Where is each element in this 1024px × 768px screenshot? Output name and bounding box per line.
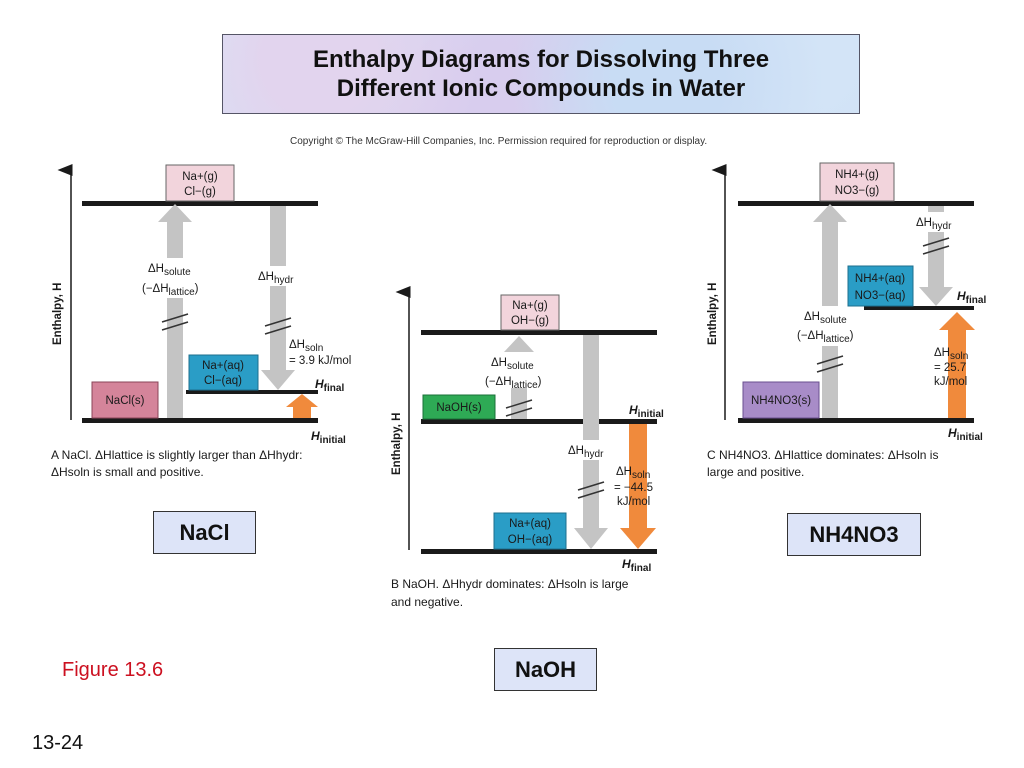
nh4no3-hydr-label: ΔHhydr: [916, 217, 952, 232]
nh4no3-aq-line1: NH4+(aq): [855, 273, 905, 285]
nacl-gas-box: [165, 164, 235, 202]
naoh-aq-line2: OH−(aq): [508, 534, 553, 546]
nacl-axis-label: Enthalpy, H: [52, 283, 64, 345]
naoh-axis-label: Enthalpy, H: [391, 413, 403, 475]
nacl-gas-level: [82, 201, 318, 206]
nh4no3-soln-value-1: = 25.7: [934, 362, 966, 374]
nh4no3-gas-line1: NH4+(g): [835, 169, 879, 181]
panel-nacl: Enthalpy, H Na+(g) Cl−(g) ΔHsolute (−ΔHl…: [51, 164, 351, 479]
nh4no3-solid-box: [742, 381, 820, 419]
nh4no3-gas-box: [819, 162, 895, 202]
naoh-hfinal: Hfinal: [622, 557, 651, 574]
naoh-lattice-label: (−ΔHlattice): [485, 376, 542, 391]
nacl-hinitial: Hinitial: [311, 429, 346, 446]
nacl-soln-label: ΔHsoln: [289, 339, 323, 354]
figure-label: Figure 13.6: [62, 659, 164, 681]
nh4no3-final-level: [845, 306, 974, 310]
nacl-soln-value: = 3.9 kJ/mol: [289, 355, 351, 367]
nacl-solid-label: NaCl(s): [106, 395, 145, 407]
title-line-2: Different Ionic Compounds in Water: [336, 75, 746, 102]
naoh-gas-box: [500, 294, 560, 331]
nacl-label-box: NaCl: [153, 511, 256, 554]
nh4no3-hfinal: Hfinal: [957, 289, 986, 306]
nacl-solute-arrow: [158, 204, 192, 418]
nacl-caption-line2: ΔHsoln is small and positive.: [51, 465, 204, 479]
nacl-label: NaCl: [179, 519, 230, 545]
nacl-hydr-arrow: [261, 206, 295, 390]
nh4no3-gas-level: [738, 201, 974, 206]
nacl-final-level: [186, 390, 318, 394]
nacl-hydr-label: ΔHhydr: [258, 271, 294, 286]
naoh-soln-arrow: [620, 424, 656, 549]
nh4no3-aq-line2: NO3−(aq): [855, 290, 906, 302]
naoh-caption-line1: B NaOH. ΔHhydr dominates: ΔHsoln is larg…: [391, 577, 629, 591]
nh4no3-soln-value-2: kJ/mol: [934, 376, 967, 388]
nh4no3-solute-label: ΔHsolute: [804, 311, 847, 326]
nh4no3-soln-label: ΔHsoln: [934, 347, 968, 362]
naoh-solid-label: NaOH(s): [436, 402, 482, 414]
nh4no3-label: NH4NO3: [809, 521, 899, 547]
naoh-caption-line2: and negative.: [391, 595, 463, 609]
naoh-final-level: [421, 549, 657, 554]
naoh-hinitial: Hinitial: [629, 403, 664, 420]
nacl-initial-level: [82, 418, 318, 423]
page-title: Enthalpy Diagrams for Dissolving Three D…: [313, 45, 769, 103]
naoh-soln-value-1: = −44.5: [614, 482, 653, 494]
nacl-aq-line1: Na+(aq): [202, 360, 244, 372]
nacl-gas-line2: Cl−(g): [184, 186, 216, 198]
title-line-1: Enthalpy Diagrams for Dissolving Three: [312, 46, 770, 73]
naoh-gas-line1: Na+(g): [512, 300, 548, 312]
nacl-hfinal: Hfinal: [315, 377, 344, 394]
naoh-label-box: NaOH: [494, 648, 597, 691]
nacl-gas-line1: Na+(g): [182, 171, 218, 183]
nh4no3-hinitial: Hinitial: [948, 426, 983, 443]
nacl-soln-arrow: [286, 394, 318, 418]
naoh-initial-level: [421, 419, 657, 424]
nh4no3-label-box: NH4NO3: [787, 513, 921, 556]
naoh-solute-label: ΔHsolute: [491, 357, 534, 372]
naoh-solid-box: [422, 394, 496, 420]
nacl-caption-line1: A NaCl. ΔHlattice is slightly larger tha…: [51, 448, 302, 462]
naoh-aq-box: [493, 512, 567, 550]
panel-naoh: Enthalpy, H Na+(g) OH−(g) ΔHsolute (−ΔHl…: [391, 286, 664, 609]
nacl-aq-box: [188, 354, 259, 391]
nh4no3-initial-level: [738, 418, 974, 423]
nh4no3-caption-line1: C NH4NO3. ΔHlattice dominates: ΔHsoln is: [707, 448, 938, 462]
naoh-soln-value-2: kJ/mol: [617, 496, 650, 508]
naoh-hydr-label: ΔHhydr: [568, 445, 604, 460]
naoh-gas-line2: OH−(g): [511, 315, 549, 327]
naoh-aq-line1: Na+(aq): [509, 518, 551, 530]
title-banner: Enthalpy Diagrams for Dissolving Three D…: [222, 34, 860, 114]
nh4no3-soln-arrow: [939, 312, 975, 418]
nacl-aq-line2: Cl−(aq): [204, 375, 242, 387]
nacl-solute-label: ΔHsolute: [148, 263, 191, 278]
naoh-soln-label: ΔHsoln: [616, 466, 650, 481]
nacl-lattice-label: (−ΔHlattice): [142, 283, 199, 298]
nh4no3-hydr-arrow: [919, 206, 953, 306]
nh4no3-solid-label: NH4NO3(s): [751, 395, 811, 407]
nh4no3-gas-line2: NO3−(g): [835, 185, 880, 197]
nh4no3-lattice-label: (−ΔHlattice): [797, 330, 854, 345]
nh4no3-caption-line2: large and positive.: [707, 465, 804, 479]
nh4no3-axis-label: Enthalpy, H: [707, 283, 719, 345]
copyright-notice: Copyright © The McGraw-Hill Companies, I…: [290, 136, 708, 147]
naoh-gas-level: [421, 330, 657, 335]
nh4no3-aq-box: [847, 265, 914, 307]
panel-nh4no3: Enthalpy, H NH4+(g) NO3−(g) ΔHsolute (−Δ…: [707, 162, 986, 479]
naoh-label: NaOH: [514, 656, 577, 682]
nacl-solid-box: [91, 381, 159, 419]
page-number: 13-24: [32, 732, 84, 754]
